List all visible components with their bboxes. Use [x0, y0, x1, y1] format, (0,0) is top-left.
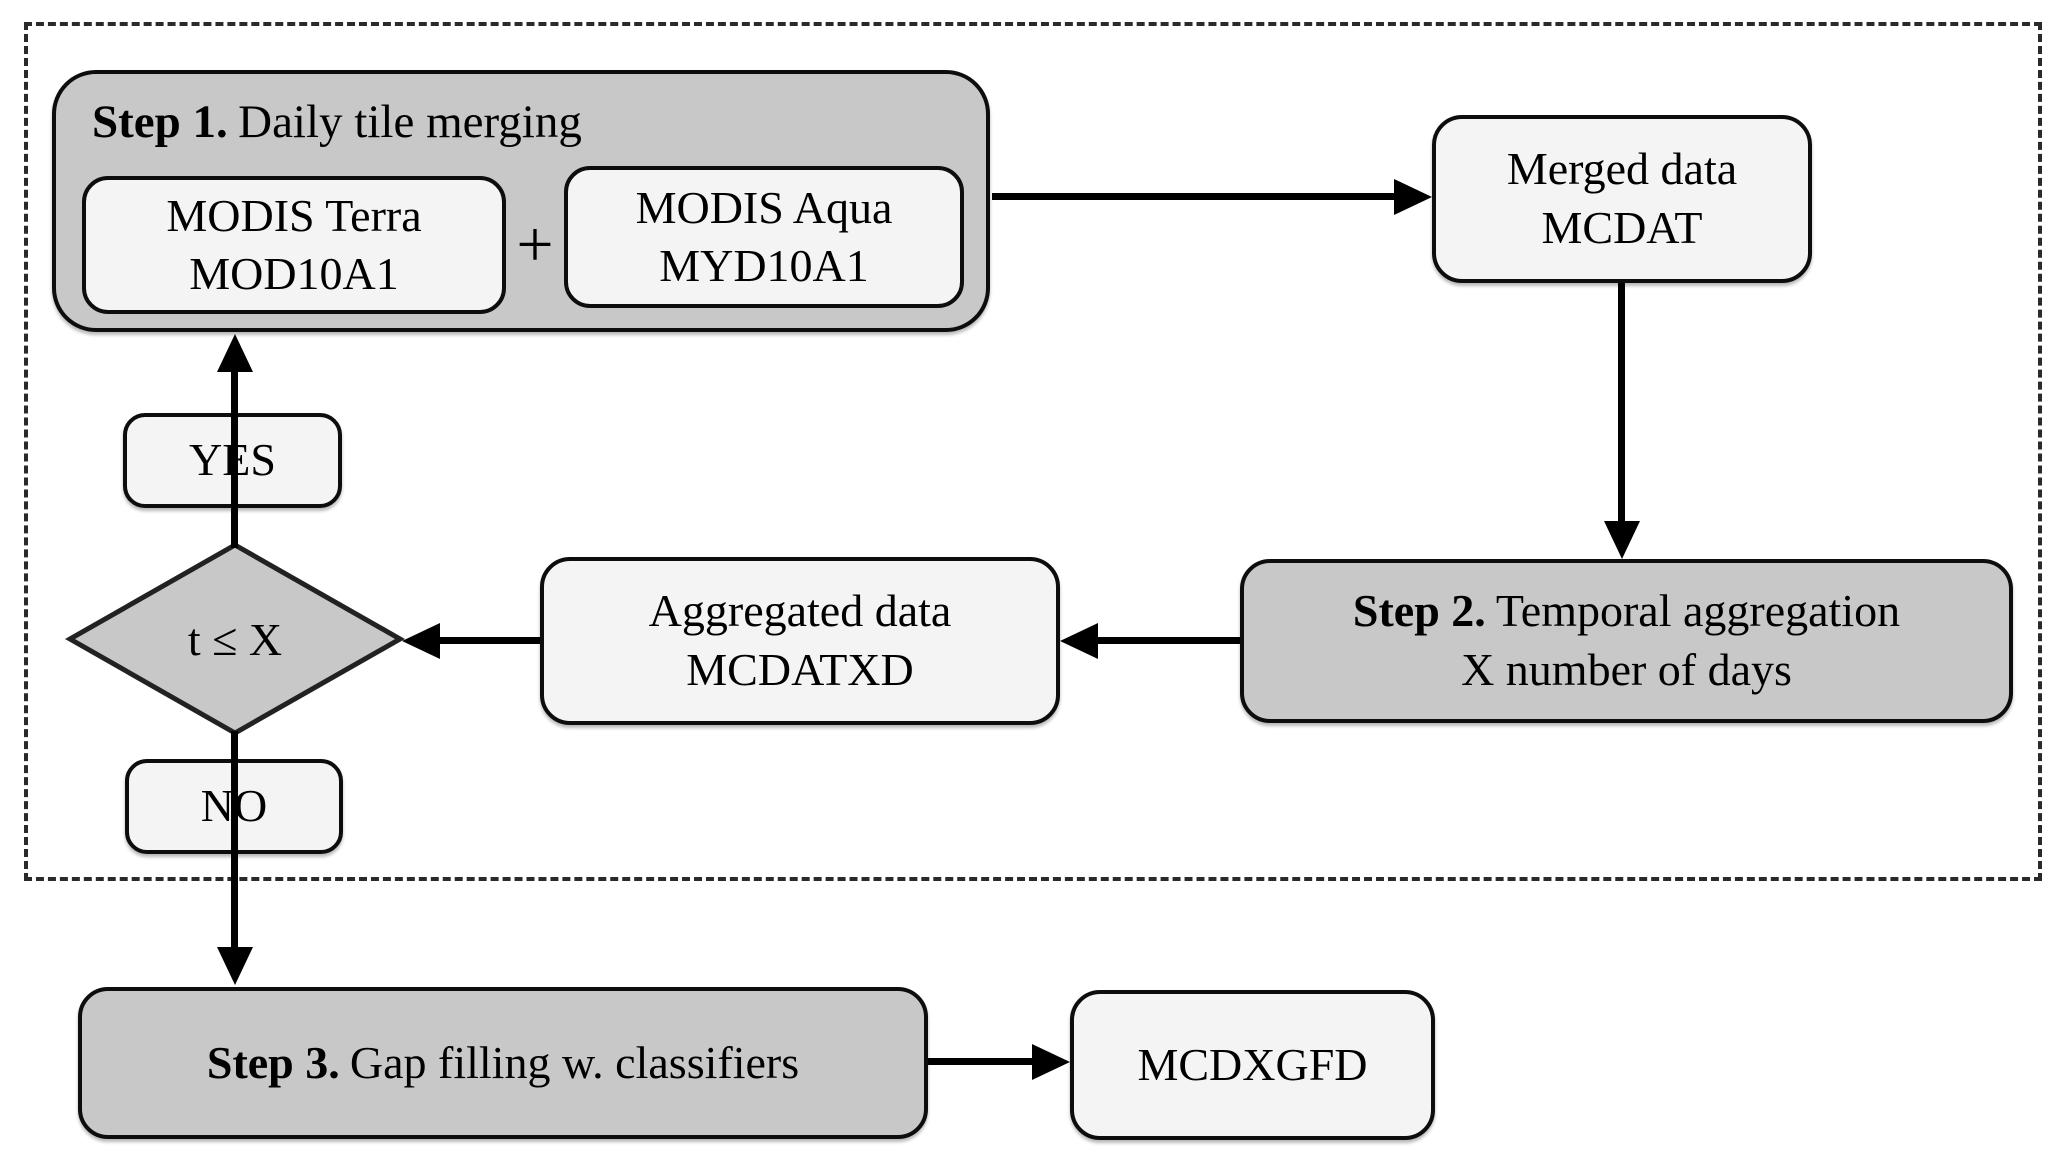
step2-node: Step 2.Temporal aggregation X number of … — [1240, 559, 2013, 723]
modis-terra-line1: MODIS Terra — [166, 190, 422, 242]
modis-aqua-line1: MODIS Aqua — [635, 182, 893, 234]
arrow-head — [217, 334, 253, 372]
step3-title-text: Gap filling w. classifiers — [349, 1036, 800, 1088]
processing-loop-boundary — [24, 22, 2042, 881]
arrow-head — [1604, 521, 1640, 559]
modis-aqua-node: MODIS Aqua MYD10A1 — [564, 166, 964, 308]
step1-node: Step 1.Daily tile merging MODIS Terra MO… — [52, 70, 990, 332]
arrow-line — [231, 370, 238, 548]
step1-title-bold: Step 1. — [92, 96, 228, 148]
arrow-head — [1060, 623, 1098, 659]
step2-title-bold: Step 2. — [1352, 585, 1486, 637]
arrow-head — [1032, 1044, 1070, 1080]
modis-terra-node: MODIS Terra MOD10A1 — [82, 176, 506, 314]
arrow-head — [402, 623, 440, 659]
aggregated-data-node: Aggregated data MCDATXD — [540, 557, 1060, 725]
merged-data-line2: MCDAT — [1541, 202, 1703, 253]
arrow-head — [1394, 179, 1432, 215]
aggregated-data-line1: Aggregated data — [648, 585, 952, 637]
step2-title-text: Temporal aggregation — [1495, 585, 1901, 637]
merged-data-node: Merged data MCDAT — [1432, 115, 1812, 283]
arrow-line — [928, 1058, 1036, 1065]
step3-title: Step 3.Gap filling w. classifiers — [207, 1034, 799, 1093]
merged-data-line1: Merged data — [1506, 143, 1738, 195]
arrow-line — [992, 193, 1398, 200]
decision-label: t ≤ X — [187, 613, 283, 665]
arrow-line — [1094, 637, 1240, 644]
arrow-line — [436, 637, 540, 644]
step3-node: Step 3.Gap filling w. classifiers — [78, 987, 928, 1139]
step1-title-text: Daily tile merging — [238, 96, 582, 148]
output-label: MCDXGFD — [1137, 1038, 1368, 1090]
aggregated-data-line2: MCDATXD — [686, 644, 914, 695]
step2-title: Step 2.Temporal aggregation — [1353, 582, 1900, 641]
arrow-head — [217, 947, 253, 985]
modis-terra-line2: MOD10A1 — [189, 248, 399, 299]
plus-operator: + — [516, 207, 554, 281]
step3-title-bold: Step 3. — [206, 1036, 340, 1088]
arrow-line — [231, 731, 238, 951]
step1-title: Step 1.Daily tile merging — [92, 92, 582, 152]
step2-line2: X number of days — [1461, 644, 1792, 695]
arrow-line — [1618, 283, 1625, 523]
modis-aqua-line2: MYD10A1 — [659, 240, 869, 291]
output-node: MCDXGFD — [1070, 990, 1435, 1140]
